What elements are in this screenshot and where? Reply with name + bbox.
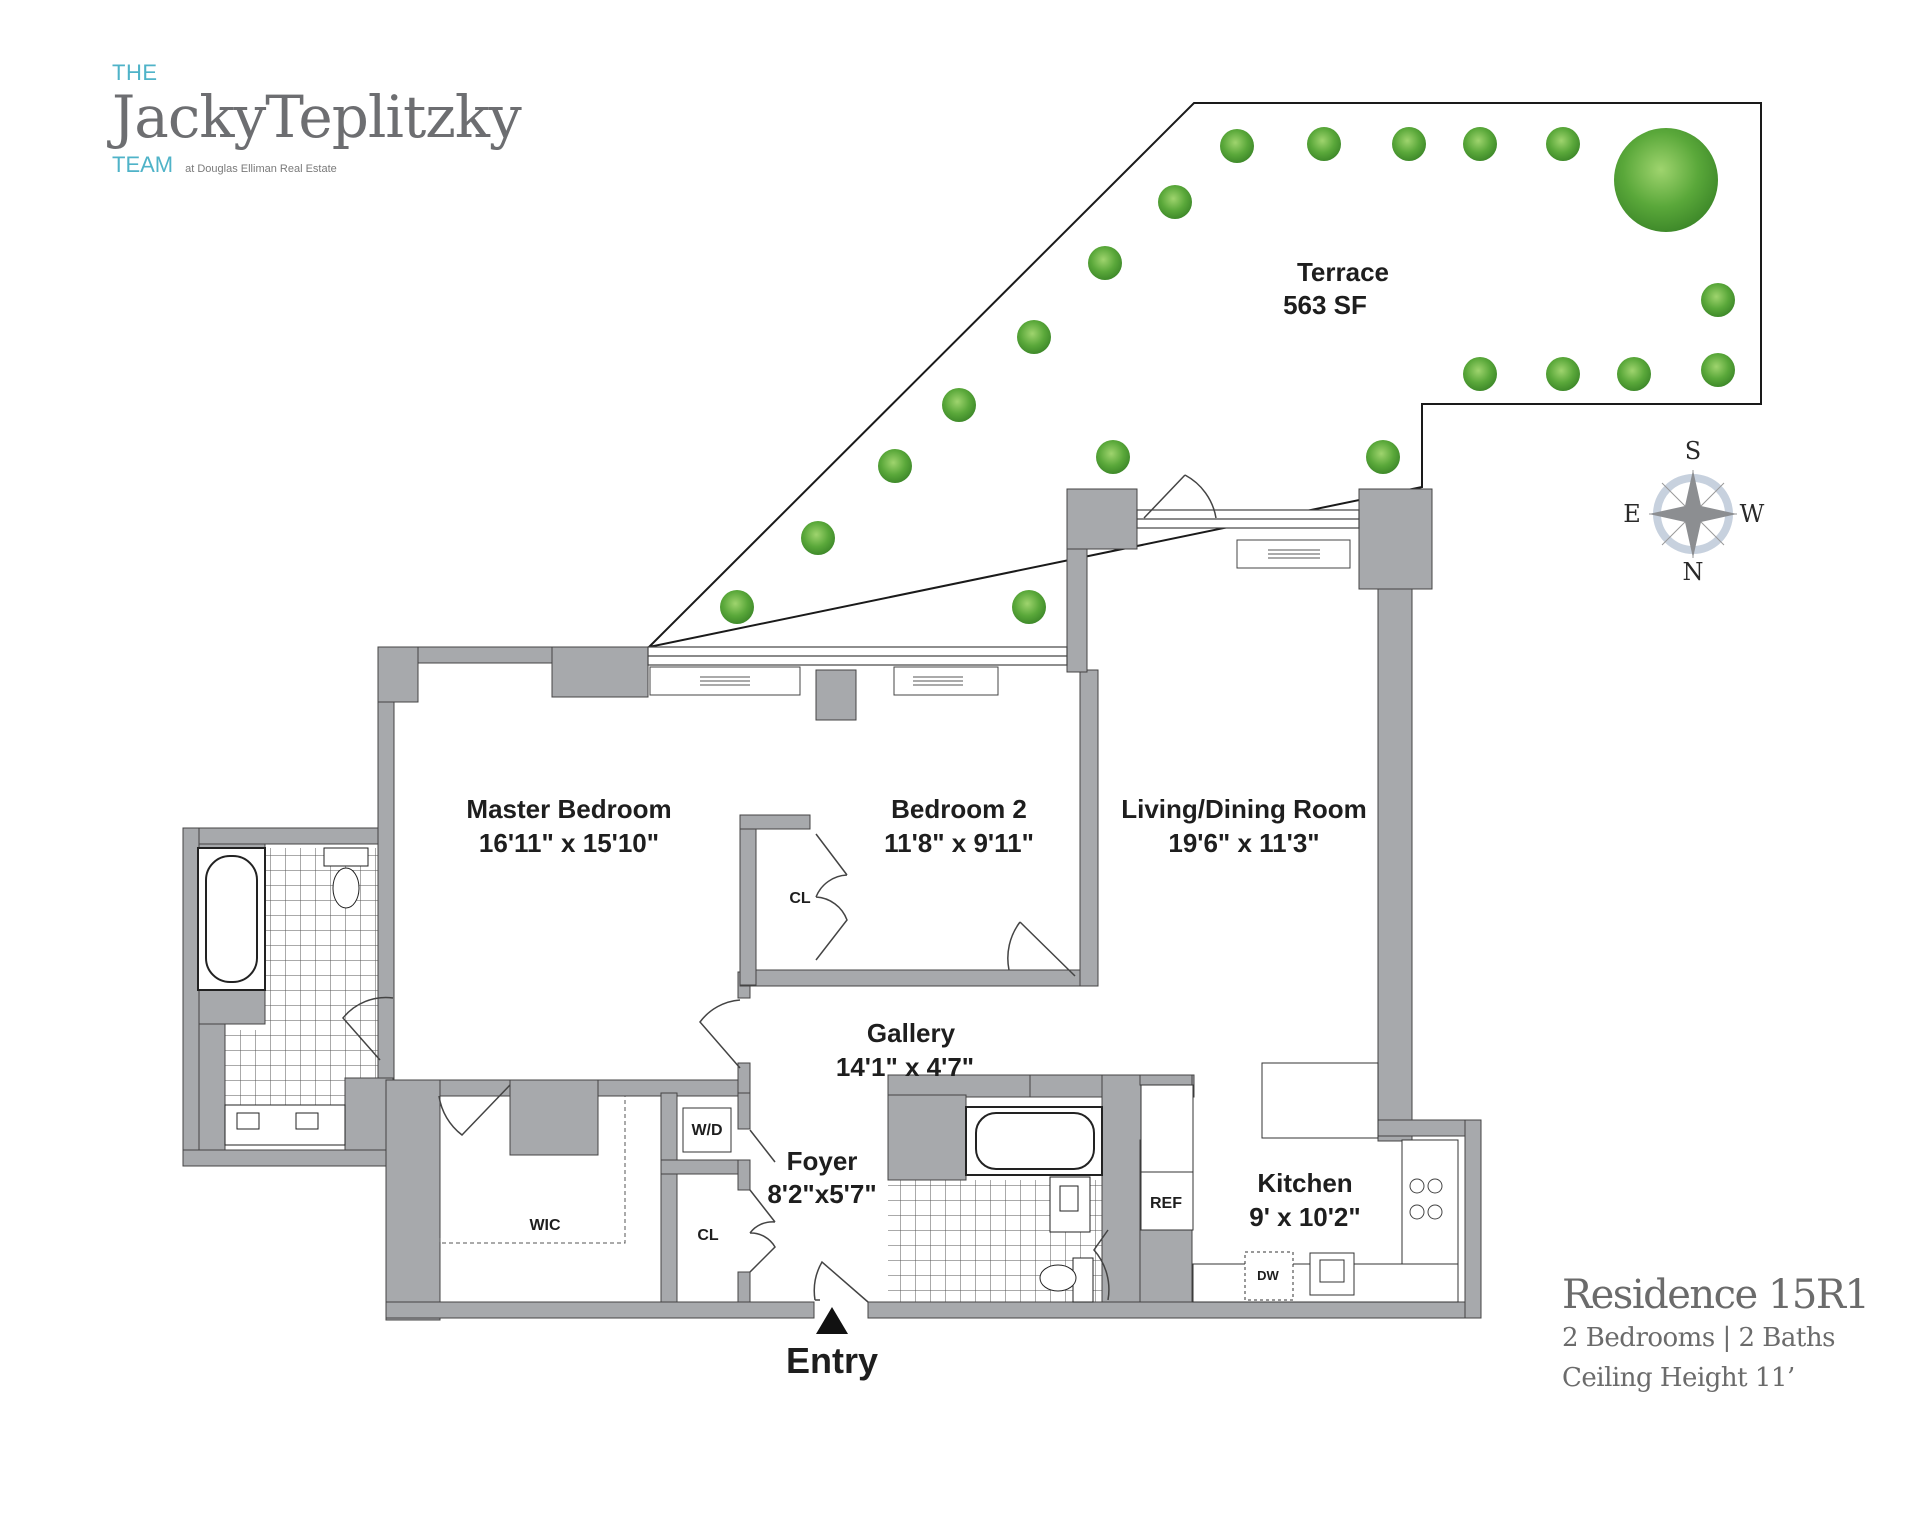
tree [878, 449, 912, 483]
tree [1392, 127, 1426, 161]
tree [1546, 357, 1580, 391]
compass-left-label: E [1623, 500, 1641, 528]
bedroom2-closet-label: CL [789, 890, 811, 907]
tree [1220, 129, 1254, 163]
tree [801, 521, 835, 555]
kitchen-counters [1140, 1062, 1459, 1303]
tree [1546, 127, 1580, 161]
closet-bifolds [749, 833, 848, 1273]
windows [647, 509, 1360, 666]
compass-top-label: S [1685, 437, 1701, 465]
compass-rose: S N E W [1623, 437, 1764, 586]
residence-title: Residence 15R1 [1562, 1272, 1870, 1318]
tree [1701, 283, 1735, 317]
foyer-name: Foyer [787, 1146, 858, 1176]
tree [1017, 320, 1051, 354]
gallery-size: 14'1" x 4'7" [836, 1052, 974, 1082]
brand-affiliation: at Douglas Elliman Real Estate [185, 163, 337, 175]
terrace-trees [720, 127, 1735, 624]
terrace-size: 563 SF [1283, 290, 1367, 320]
bedroom2-size: 11'8" x 9'11" [884, 828, 1034, 858]
terrace-outline [645, 102, 1762, 649]
ac-grilles [700, 549, 1320, 686]
brand-logo: THE JackyTeplitzky TEAM at Douglas Ellim… [112, 60, 522, 178]
tree [1088, 246, 1122, 280]
terrace-name: Terrace [1297, 257, 1389, 287]
tree [1463, 357, 1497, 391]
washer-dryer-label: W/D [691, 1122, 722, 1139]
entry-arrow-icon [816, 1307, 848, 1334]
tree [1158, 185, 1192, 219]
tree [1366, 440, 1400, 474]
doors [342, 921, 1110, 1303]
cooktop [1409, 1178, 1443, 1220]
kitchen-name: Kitchen [1257, 1168, 1352, 1198]
living-size: 19'6" x 11'3" [1168, 828, 1319, 858]
wic-label: WIC [529, 1217, 561, 1234]
brand-name: JackyTeplitzky [112, 83, 522, 151]
entry-label: Entry [786, 1340, 878, 1381]
tree [720, 590, 754, 624]
living-name: Living/Dining Room [1121, 794, 1367, 824]
master-bedroom-name: Master Bedroom [466, 794, 671, 824]
master-bedroom-size: 16'11" x 15'10" [479, 828, 659, 858]
compass-bottom-label: N [1683, 558, 1704, 586]
bath2-fixtures [965, 1106, 1103, 1303]
kitchen-size: 9' x 10'2" [1249, 1202, 1360, 1232]
wic-shelves [439, 1096, 626, 1244]
tree [1307, 127, 1341, 161]
refrigerator-label: REF [1150, 1195, 1182, 1212]
tree [1463, 127, 1497, 161]
ac-units [649, 539, 1351, 696]
brand-prefix: THE [112, 60, 158, 85]
tree [1617, 357, 1651, 391]
tree [1701, 353, 1735, 387]
large-tree [1614, 128, 1718, 232]
foyer-size: 8'2"x5'7" [767, 1179, 876, 1209]
brand-suffix: TEAM [112, 152, 174, 177]
tree [942, 388, 976, 422]
terrace-door [1143, 474, 1217, 519]
master-bath-fixtures [197, 847, 369, 1146]
residence-info: Residence 15R1 2 Bedrooms | 2 Baths Ceil… [1562, 1272, 1870, 1398]
foyer-closet-label: CL [697, 1227, 719, 1244]
tree [1096, 440, 1130, 474]
compass-right-label: W [1740, 500, 1765, 528]
dishwasher-label: DW [1257, 1268, 1279, 1283]
wd-unit [682, 1107, 732, 1153]
residence-summary: 2 Bedrooms | 2 Baths [1562, 1323, 1835, 1353]
tree [1012, 590, 1046, 624]
bedroom2-name: Bedroom 2 [891, 794, 1027, 824]
walls [182, 488, 1482, 1321]
gallery-name: Gallery [867, 1018, 956, 1048]
residence-ceiling: Ceiling Height 11’ [1562, 1363, 1795, 1393]
